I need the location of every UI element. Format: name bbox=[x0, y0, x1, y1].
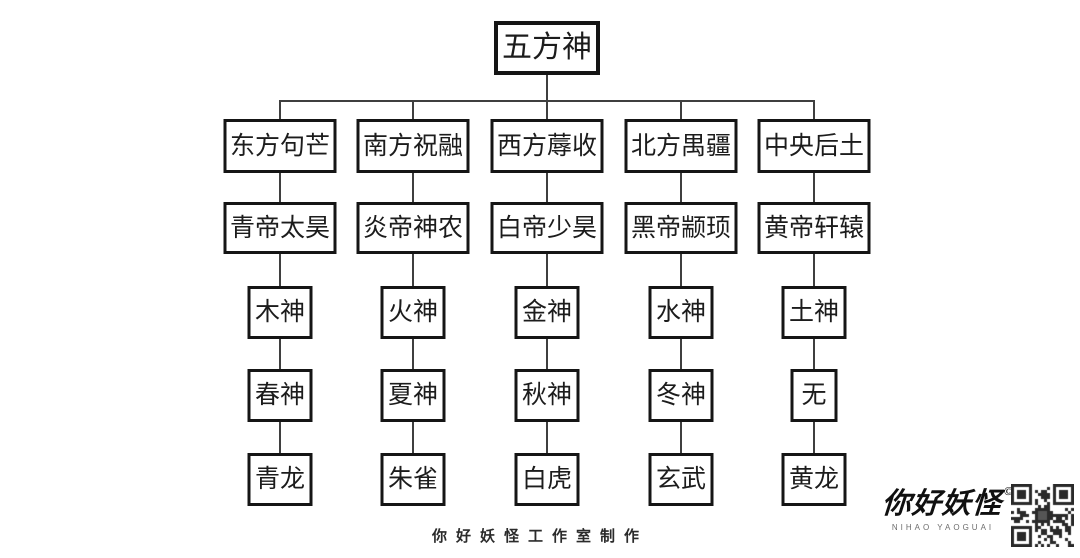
connector-line bbox=[279, 100, 815, 102]
node-baihu: 白虎 bbox=[514, 453, 580, 506]
connector-line bbox=[680, 254, 682, 286]
node-dongshen: 冬神 bbox=[648, 369, 714, 422]
connector-line bbox=[680, 422, 682, 453]
credit-text: 你好妖怪工作室制作 bbox=[431, 529, 648, 545]
node-zhongyang-houtu: 中央后土 bbox=[757, 119, 871, 173]
connector-line bbox=[279, 173, 281, 202]
connector-line bbox=[279, 254, 281, 286]
connector-line bbox=[546, 339, 548, 369]
node-chunshen: 春神 bbox=[247, 369, 313, 422]
connector-line bbox=[546, 75, 548, 100]
node-qiushen: 秋神 bbox=[514, 369, 580, 422]
connector-line bbox=[412, 173, 414, 202]
node-xifang-rushou: 西方蓐收 bbox=[490, 119, 604, 173]
node-baidi-shaohao: 白帝少昊 bbox=[490, 202, 604, 254]
node-tushen: 土神 bbox=[781, 286, 847, 339]
connector-line bbox=[813, 339, 815, 369]
connector-line bbox=[546, 254, 548, 286]
connector-line bbox=[279, 339, 281, 369]
node-nanfang-zhurong: 南方祝融 bbox=[356, 119, 470, 173]
node-mushen: 木神 bbox=[247, 286, 313, 339]
connector-line bbox=[412, 100, 414, 119]
connector-line bbox=[813, 254, 815, 286]
node-xiashen: 夏神 bbox=[380, 369, 446, 422]
node-beifang-yujiang: 北方禺疆 bbox=[624, 119, 738, 173]
node-huanglong: 黄龙 bbox=[781, 453, 847, 506]
node-shuishen: 水神 bbox=[648, 286, 714, 339]
connector-line bbox=[412, 339, 414, 369]
connector-line bbox=[813, 422, 815, 453]
node-qinglong: 青龙 bbox=[247, 453, 313, 506]
connector-line bbox=[546, 173, 548, 202]
node-heidi-zhuanxu: 黑帝颛顼 bbox=[624, 202, 738, 254]
connector-line bbox=[813, 100, 815, 119]
logo-name-text: 你好妖怪 bbox=[880, 488, 1004, 520]
node-dongfang-goumang: 东方句芒 bbox=[223, 119, 337, 173]
node-huangdi-xuanyuan: 黄帝轩辕 bbox=[757, 202, 871, 254]
node-jinshen: 金神 bbox=[514, 286, 580, 339]
connector-line bbox=[813, 173, 815, 202]
node-yandi-shennong: 炎帝神农 bbox=[356, 202, 470, 254]
node-wufangshen: 五方神 bbox=[494, 21, 600, 75]
node-none: 无 bbox=[790, 369, 838, 422]
node-qingdi-taihao: 青帝太昊 bbox=[223, 202, 337, 254]
connector-line bbox=[680, 100, 682, 119]
connector-line bbox=[546, 100, 548, 119]
connector-line bbox=[279, 422, 281, 453]
connector-line bbox=[412, 422, 414, 453]
qr-code bbox=[1011, 484, 1074, 547]
connector-line bbox=[546, 422, 548, 453]
logo-calligraphy: 你好妖怪© bbox=[880, 484, 1015, 522]
connector-line bbox=[680, 339, 682, 369]
studio-logo: 你好妖怪© NIHAO YAOGUAI bbox=[880, 484, 1015, 532]
connector-line bbox=[680, 173, 682, 202]
logo-subtitle: NIHAO YAOGUAI bbox=[891, 522, 995, 532]
node-huoshen: 火神 bbox=[380, 286, 446, 339]
node-xuanwu: 玄武 bbox=[648, 453, 714, 506]
node-zhuque: 朱雀 bbox=[380, 453, 446, 506]
connector-line bbox=[279, 100, 281, 119]
connector-line bbox=[412, 254, 414, 286]
